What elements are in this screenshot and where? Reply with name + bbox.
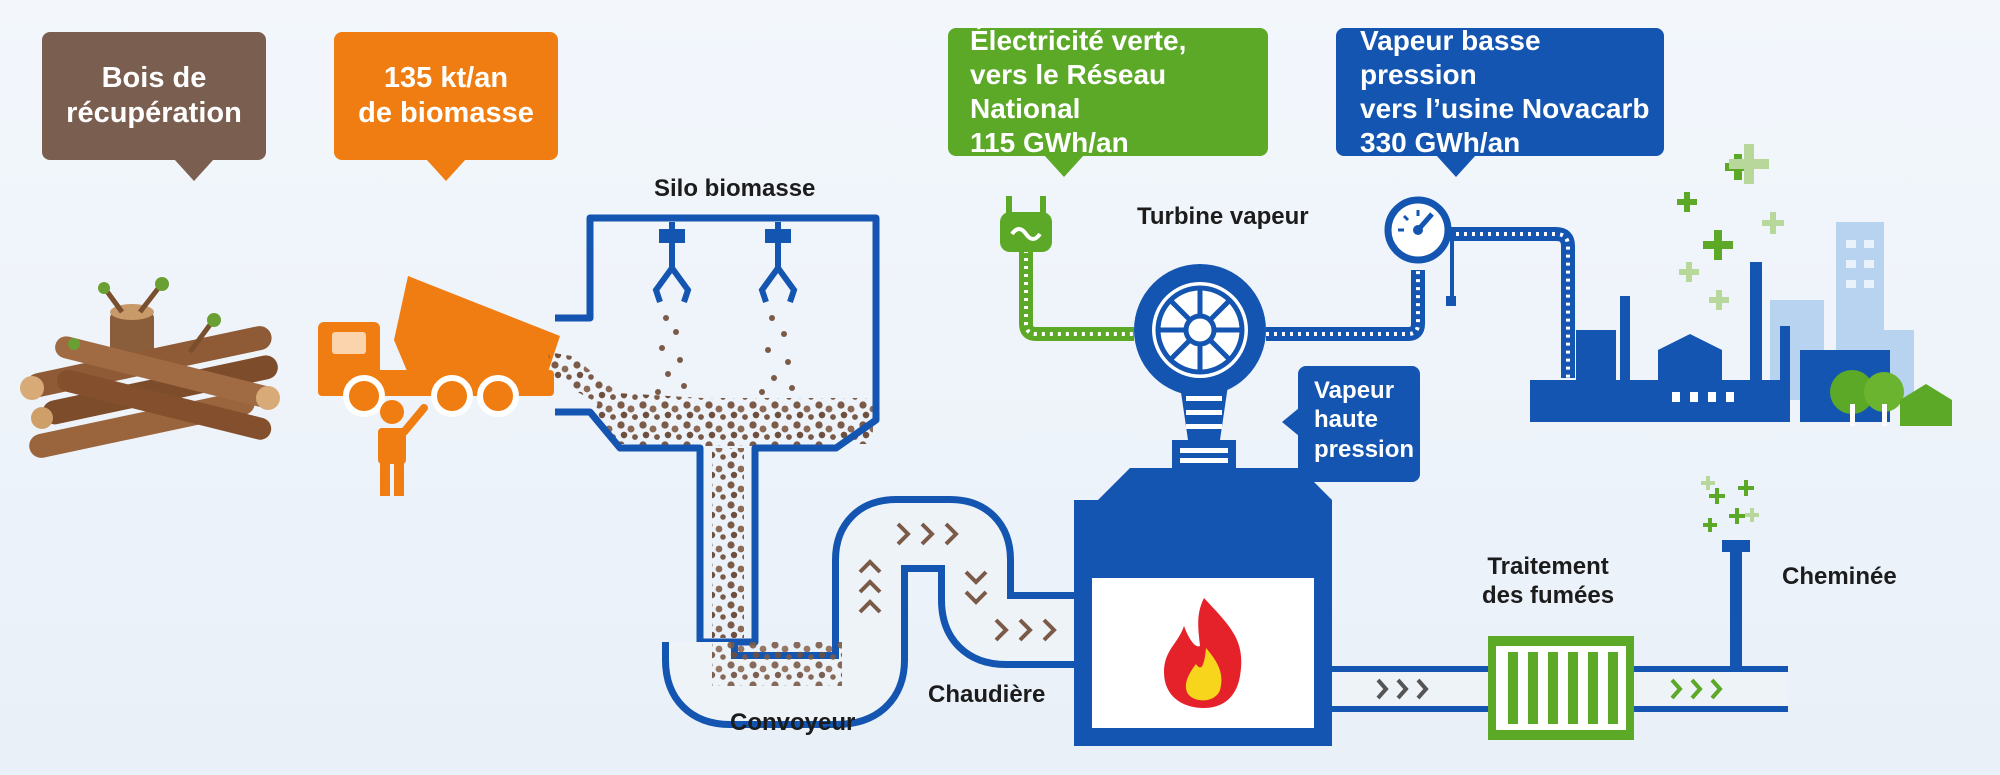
callout-electricite-verte: Électricité verte,vers le Réseau Nationa…	[948, 25, 1268, 177]
plug-icon	[1000, 196, 1052, 252]
pressure-gauge-icon	[1384, 196, 1456, 306]
biomass-silo	[555, 214, 880, 646]
lp-steam-line	[1266, 196, 1575, 378]
callout-line: Vapeur basse pression	[1360, 24, 1541, 90]
label-silo-biomasse: Silo biomasse	[654, 175, 816, 202]
callout-line: de biomasse	[358, 97, 534, 129]
callout-line: Bois de	[101, 61, 207, 94]
label-chaudiere: Chaudière	[928, 681, 1046, 708]
tree-icon	[1830, 370, 1952, 426]
label-convoyeur: Convoyeur	[730, 709, 856, 736]
boiler	[1074, 468, 1332, 746]
worker-icon	[378, 400, 428, 496]
turbine-wheel-icon	[1134, 264, 1266, 396]
label-turbine-vapeur: Turbine vapeur	[1137, 203, 1309, 230]
callout-line: 135 kt/an	[383, 61, 509, 94]
callout-line: 115 GWh/an	[970, 127, 1129, 159]
grabber-claw-icon	[652, 222, 798, 303]
callout-line: Électricité verte,	[970, 24, 1187, 56]
label-line: des fumées	[1482, 582, 1615, 610]
factory-icon	[1530, 144, 1952, 426]
callout-line: pression	[1314, 435, 1415, 463]
chimney-icon	[1701, 476, 1759, 672]
callout-line: récupération	[66, 97, 242, 129]
flame-icon	[1164, 598, 1242, 708]
callout-line: vers le Réseau National	[970, 58, 1167, 124]
callout-line: Vapeur	[1314, 377, 1395, 404]
callout-line: vers l’usine Novacarb	[1360, 93, 1650, 124]
label-cheminee: Cheminée	[1782, 563, 1897, 590]
wood-logs-icon	[20, 277, 280, 458]
filter-icon	[1488, 636, 1634, 740]
dump-truck-icon	[318, 276, 560, 417]
electricity-line	[1000, 196, 1134, 341]
label-traitement-fumees: Traitement des fumées	[1482, 552, 1614, 611]
label-line: Traitement	[1487, 553, 1609, 580]
callout-line: 330 GWh/an	[1360, 127, 1521, 159]
callout-line: haute	[1314, 406, 1379, 434]
conveyor	[662, 496, 1075, 728]
callout-vapeur-haute-pression: Vapeur haute pression	[1282, 366, 1420, 482]
flue-gas-duct	[1332, 636, 1788, 740]
